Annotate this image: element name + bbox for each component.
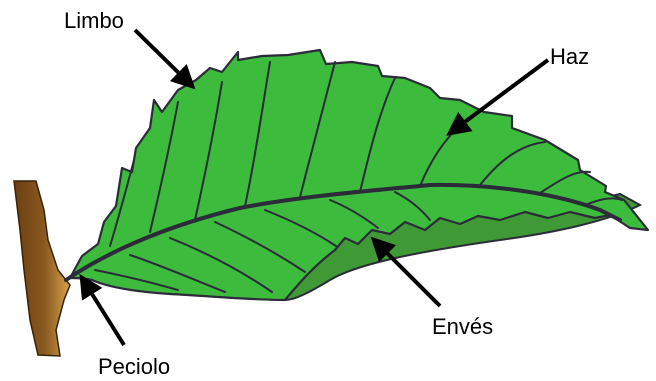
- label-peciolo: Peciolo: [98, 354, 170, 379]
- label-haz: Haz: [550, 44, 589, 69]
- label-enves: Envés: [432, 314, 493, 339]
- stem-branch: [14, 181, 70, 356]
- label-limbo: Limbo: [64, 8, 124, 33]
- arrow-limbo: [135, 30, 192, 86]
